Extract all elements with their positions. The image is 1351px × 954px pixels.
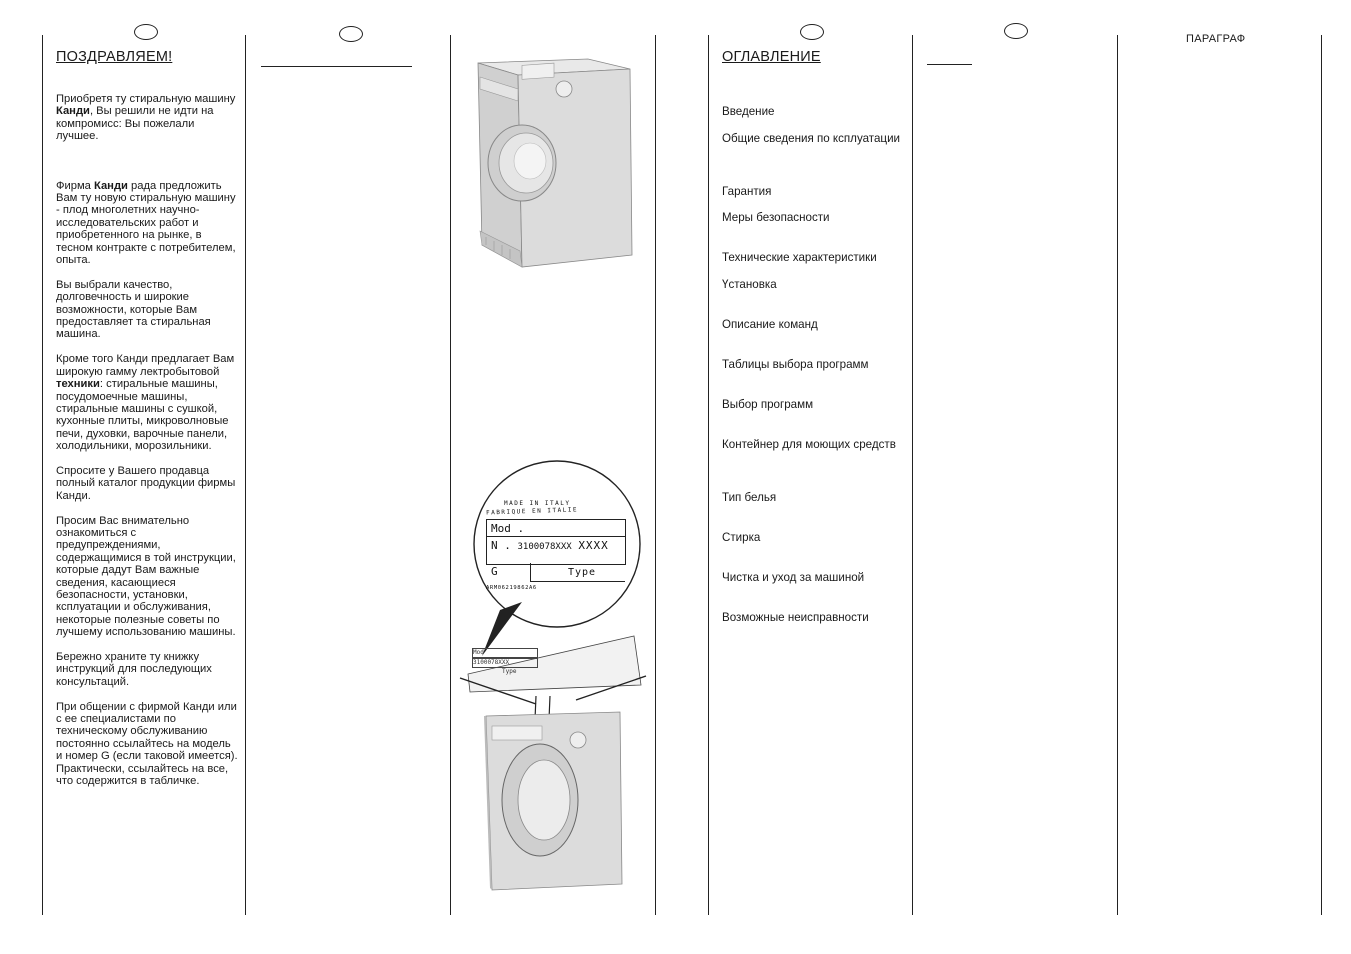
page-title: ПОЗДРАВЛЯЕМ! <box>56 49 173 65</box>
intro-paragraph: Бережно храните ту книжку инструкций для… <box>56 651 238 688</box>
text-run: , Вы решили не идти на компромисс: Вы по… <box>56 105 214 143</box>
text-run: Спросите у Вашего продавца полный катало… <box>56 464 236 502</box>
text-run: Фирма <box>56 179 94 192</box>
washing-machine-illustration <box>477 58 633 268</box>
plate-code: ARM06219862A6 <box>486 585 537 591</box>
intro-paragraph: Кроме того Канди предлагает Вам широкую … <box>56 353 238 452</box>
heading-rule <box>927 64 972 65</box>
plate-box: Mod . N . 3100078XXX XXXX <box>486 519 626 565</box>
text-run: рада предложить Вам ту новую стиральную … <box>56 179 236 267</box>
text-run: Бережно храните ту книжку инструкций для… <box>56 650 212 688</box>
intro-paragraph: Приобретя ту стиральную машину Канди, Вы… <box>56 93 238 143</box>
toc-entry[interactable]: Описание команд <box>722 318 818 331</box>
serial-number: 3100078XXX <box>517 542 572 552</box>
serial-suffix: XXXX <box>578 539 609 552</box>
made-in-label: MADE IN ITALY <box>504 500 571 507</box>
toc-entry[interactable]: Общие сведения по ксплуатации <box>722 132 901 145</box>
language-flag-oval <box>800 24 824 40</box>
g-label: G <box>491 565 498 578</box>
text-run: : стиральные машины, посудомоечные машин… <box>56 378 229 453</box>
type-label: Type <box>568 567 597 578</box>
language-flag-oval <box>339 26 363 42</box>
mod-label: Mod <box>491 522 511 535</box>
paragraph-column-header: ПАРАГРАФ <box>1186 33 1246 45</box>
column-divider <box>1321 35 1322 915</box>
column-divider <box>708 35 709 915</box>
rating-plate: MADE IN ITALY FABRIQUE EN ITALIE Mod . N… <box>486 500 630 591</box>
column-divider <box>912 35 913 915</box>
mini-type: Type <box>502 668 517 675</box>
column-divider <box>42 35 43 915</box>
toc-entry[interactable]: Введение <box>722 105 775 118</box>
toc-entry[interactable]: Меры безопасности <box>722 211 830 224</box>
toc-entry[interactable]: Гарантия <box>722 185 772 198</box>
heading-rule <box>261 66 412 67</box>
column-divider <box>450 35 451 915</box>
text-run: Просим Вас внимательно ознакомиться с пр… <box>56 514 236 639</box>
mini-plate-lines: Mod 3100078XXX Type <box>472 648 542 676</box>
intro-paragraph: Фирма Канди рада предложить Вам ту новую… <box>56 180 238 267</box>
intro-paragraph: Вы выбрали качество, долговечность и шир… <box>56 279 238 341</box>
toc-entry[interactable]: Стирка <box>722 531 761 544</box>
column-divider <box>655 35 656 915</box>
mini-serial: 3100078XXX <box>472 658 538 668</box>
intro-text: Приобретя ту стиральную машину Канди, Вы… <box>56 93 238 800</box>
brand-name: Канди <box>94 179 128 192</box>
contents-title: ОГЛАВЛЕНИЕ <box>722 49 821 65</box>
mini-mod-label: Mod <box>472 648 538 658</box>
emphasis: техники <box>56 378 100 391</box>
toc-entry[interactable]: Технические характеристики <box>722 251 877 264</box>
toc-entry[interactable]: Тип белья <box>722 491 777 504</box>
intro-paragraph: Просим Вас внимательно ознакомиться с пр… <box>56 515 238 639</box>
brand-name: Канди <box>56 105 90 118</box>
column-divider <box>1117 35 1118 915</box>
language-flag-oval <box>1004 23 1028 39</box>
toc-entry[interactable]: Чистка и уход за машиной <box>722 571 865 584</box>
n-label: N <box>491 539 498 552</box>
toc-entry[interactable]: Таблицы выбора программ <box>722 358 869 371</box>
text-run: Приобретя ту стиральную машину <box>56 93 236 105</box>
text-run: При общении с фирмой Канди или с ее спец… <box>56 700 238 788</box>
intro-paragraph: Спросите у Вашего продавца полный катало… <box>56 465 238 502</box>
text-run: Вы выбрали качество, долговечность и шир… <box>56 278 211 341</box>
toc-entry[interactable]: Выбор программ <box>722 398 814 411</box>
toc-entry[interactable]: Возможные неисправности <box>722 611 869 624</box>
toc-entry[interactable]: Контейнер для моющих средств <box>722 438 896 451</box>
toc-entry[interactable]: Үстановка <box>722 278 777 291</box>
intro-paragraph: При общении с фирмой Канди или с ее спец… <box>56 701 238 788</box>
text-run: Кроме того Канди предлагает Вам широкую … <box>56 353 235 378</box>
column-divider <box>245 35 246 915</box>
language-flag-oval <box>134 24 158 40</box>
